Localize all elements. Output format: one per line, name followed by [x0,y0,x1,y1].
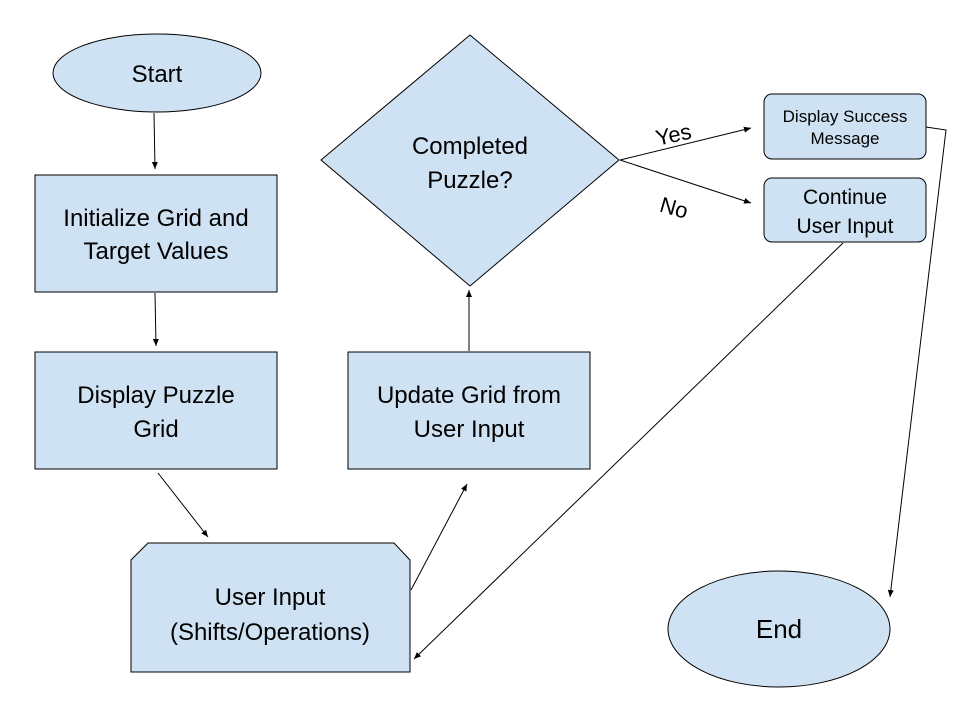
decision-label-line2: Puzzle? [427,167,512,194]
initialize-grid-label-line1: Initialize Grid and [63,205,248,232]
initialize-grid-node: Initialize Grid and Target Values [34,174,278,293]
display-success-node: Display Success Message [763,93,927,160]
display-success-label-line1: Display Success [783,107,908,126]
end-label: End [756,614,802,644]
arrow-decision-yes [619,126,752,161]
continue-user-input-node: Continue User Input [763,177,927,243]
arrow-start-to-init [151,112,158,170]
arrow-continue-to-input [413,242,844,660]
arrow-decision-no [619,159,752,204]
user-input-label-line2: (Shifts/Operations) [170,619,370,646]
continue-label-line2: User Input [797,215,894,238]
start-label: Start [132,61,183,88]
user-input-node: User Input (Shifts/Operations) [130,542,411,673]
display-puzzle-grid-label-line2: Grid [133,416,178,443]
end-node: End [667,570,891,688]
arrow-input-to-update [410,483,468,591]
update-grid-node: Update Grid from User Input [347,351,591,470]
decision-label-line1: Completed [412,133,528,160]
update-grid-label-line2: User Input [414,416,525,443]
initialize-grid-label-line2: Target Values [84,238,229,265]
display-puzzle-grid-label-line1: Display Puzzle [77,382,234,409]
arrow-init-to-display [152,292,159,347]
no-edge-label: No [657,192,691,224]
arrow-display-to-input [157,472,209,538]
update-grid-label-line1: Update Grid from [377,382,561,409]
completed-puzzle-decision-node: Completed Puzzle? [320,34,620,287]
display-success-label-line2: Message [811,129,880,148]
start-node: Start [52,33,262,113]
display-puzzle-grid-node: Display Puzzle Grid [34,351,278,470]
user-input-label-line1: User Input [215,584,326,611]
yes-edge-label: Yes [653,119,693,151]
continue-label-line1: Continue [803,186,887,209]
arrow-success-to-end [887,126,947,598]
